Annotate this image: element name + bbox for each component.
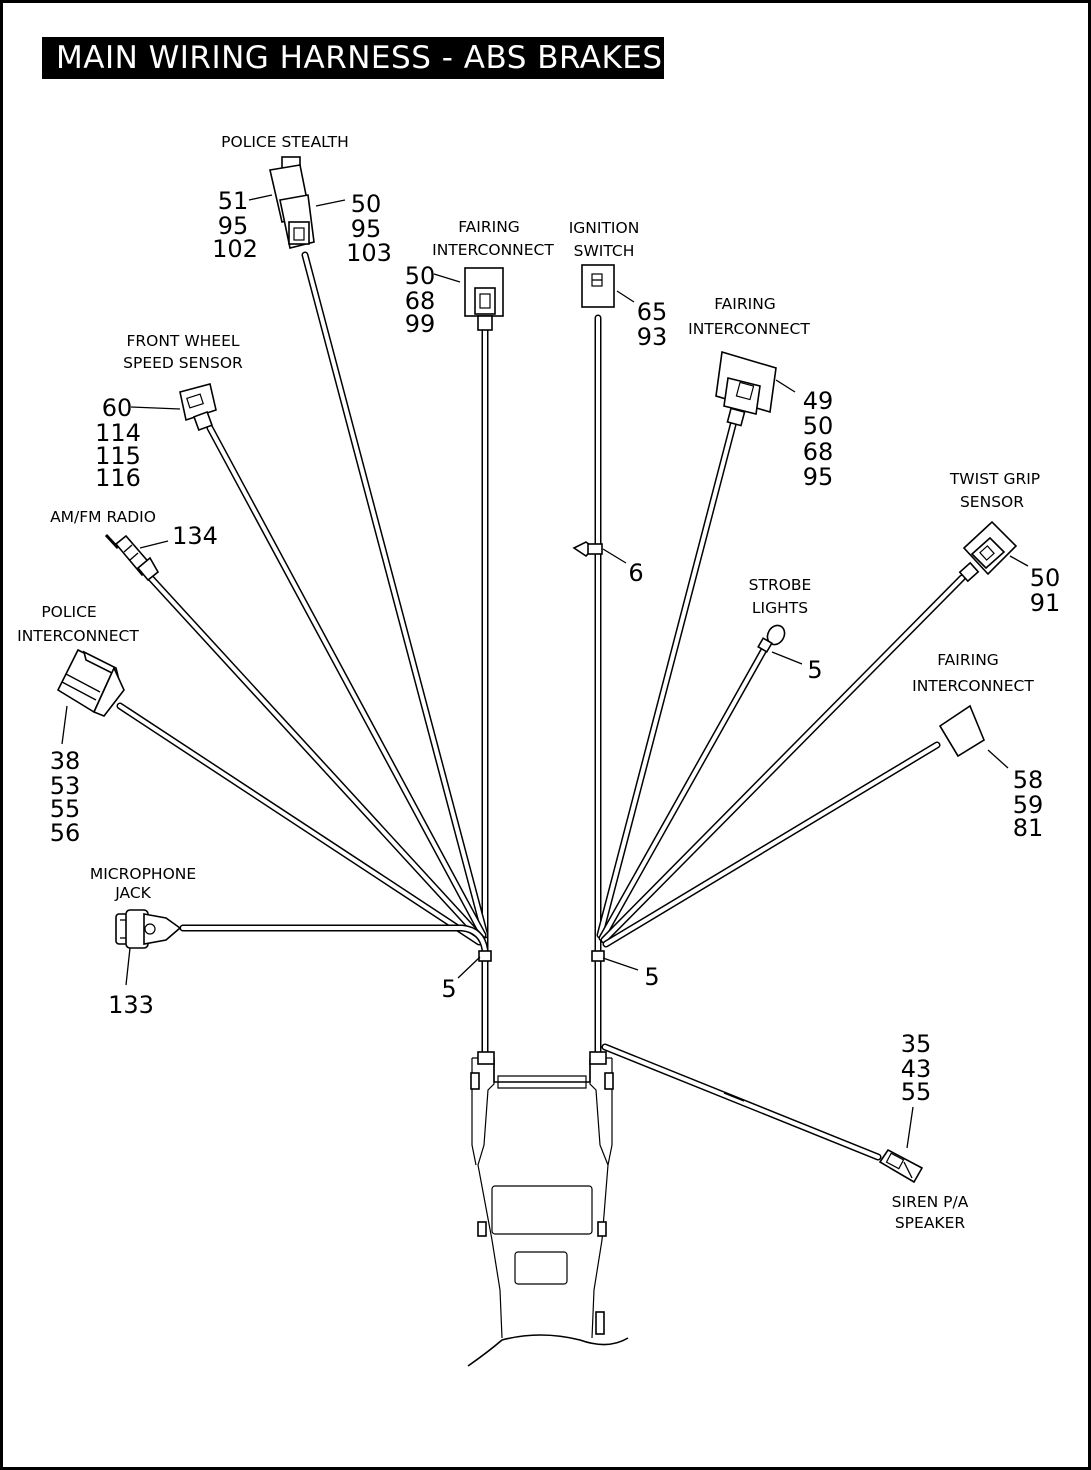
callout-am-fm-radio: 134	[172, 522, 218, 550]
cable-tie-left[interactable]	[478, 950, 492, 962]
twist-grip-sensor-connector[interactable]	[958, 520, 1018, 583]
label-fairing-interconnect-top-2: INTERCONNECT	[432, 241, 554, 259]
callout-fairing-interconnect-top-2: 68	[405, 287, 436, 315]
label-front-wheel-speed-sensor-1: FRONT WHEEL	[126, 332, 239, 350]
label-am-fm-radio: AM/FM RADIO	[50, 508, 156, 526]
am-fm-radio-antenna-plug[interactable]	[104, 533, 160, 582]
label-strobe-lights-1: STROBE	[749, 576, 812, 594]
callout-twist-grip-sensor-1: 50	[1030, 564, 1061, 592]
callout-fairing-interconnect-top-1: 50	[405, 262, 436, 290]
label-fairing-interconnect-right-1: FAIRING	[714, 295, 776, 313]
label-police-stealth: POLICE STEALTH	[221, 133, 349, 151]
callout-strobe-lights: 5	[807, 656, 822, 684]
label-siren-pa-speaker-1: SIREN P/A	[892, 1193, 969, 1211]
callout-front-wheel-speed-sensor-4: 116	[95, 464, 141, 492]
callout-ignition-switch-1: 65	[637, 298, 668, 326]
title-bar: MAIN WIRING HARNESS - ABS BRAKES	[42, 37, 664, 79]
callout-police-interconnect-1: 38	[50, 747, 81, 775]
frame-body	[467, 1051, 629, 1367]
police-interconnect-connector[interactable]	[56, 648, 125, 717]
label-twist-grip-sensor-1: TWIST GRIP	[949, 470, 1040, 488]
callout-police-stealth-left-1: 51	[218, 187, 249, 215]
callout-fairing-interconnect-right-1: 49	[803, 387, 834, 415]
callout-police-interconnect-3: 55	[50, 795, 81, 823]
callout-police-stealth-right-2: 95	[351, 215, 382, 243]
callout-police-stealth-left-3: 102	[212, 235, 258, 263]
callout-police-stealth-left-2: 95	[218, 212, 249, 240]
callout-front-wheel-speed-sensor-2: 114	[95, 419, 141, 447]
front-wheel-speed-sensor-connector[interactable]	[179, 383, 217, 431]
ignition-switch-connector[interactable]	[581, 264, 615, 308]
leader-lines	[61, 194, 1029, 1149]
microphone-jack-connector[interactable]	[115, 909, 182, 949]
label-microphone-jack-2: JACK	[114, 884, 151, 902]
callout-twist-grip-sensor-2: 91	[1030, 589, 1061, 617]
strobe-lights-connector[interactable]	[757, 622, 788, 653]
page-title: MAIN WIRING HARNESS - ABS BRAKES	[56, 40, 663, 76]
callout-siren-pa-speaker-1: 35	[901, 1030, 932, 1058]
cable-tie-right[interactable]	[591, 950, 605, 962]
callout-clip: 6	[628, 559, 643, 587]
fairing-interconnect-lower-right-connector[interactable]	[938, 704, 985, 758]
callout-fairing-interconnect-right-4: 95	[803, 463, 834, 491]
label-police-interconnect-1: POLICE	[41, 603, 96, 621]
harness-clip[interactable]	[572, 541, 603, 558]
label-ignition-switch-1: IGNITION	[569, 219, 640, 237]
police-stealth-connector[interactable]	[269, 156, 315, 249]
callout-siren-pa-speaker-3: 55	[901, 1078, 932, 1106]
label-siren-pa-speaker-2: SPEAKER	[895, 1214, 966, 1232]
callout-ignition-switch-2: 93	[637, 323, 668, 351]
label-strobe-lights-2: LIGHTS	[752, 599, 808, 617]
callout-fairing-interconnect-lower-right-3: 81	[1013, 814, 1044, 842]
label-front-wheel-speed-sensor-2: SPEED SENSOR	[123, 354, 243, 372]
label-twist-grip-sensor-2: SENSOR	[960, 493, 1024, 511]
label-fairing-interconnect-top-1: FAIRING	[458, 218, 520, 236]
siren-pa-speaker-connector[interactable]	[878, 1148, 924, 1184]
callout-police-interconnect-4: 56	[50, 819, 81, 847]
callout-police-interconnect-2: 53	[50, 772, 81, 800]
callout-siren-pa-speaker-2: 43	[901, 1055, 932, 1083]
label-fairing-interconnect-lower-right-2: INTERCONNECT	[912, 677, 1034, 695]
callout-police-stealth-right-1: 50	[351, 190, 382, 218]
callout-fairing-interconnect-right-3: 68	[803, 438, 834, 466]
callout-front-wheel-speed-sensor-3: 115	[95, 442, 141, 470]
callout-tie-left: 5	[441, 975, 456, 1003]
wire-bundle	[116, 251, 966, 1161]
callout-front-wheel-speed-sensor-1: 60	[102, 394, 133, 422]
fairing-interconnect-top-connector[interactable]	[464, 267, 504, 331]
callout-fairing-interconnect-lower-right-1: 58	[1013, 766, 1044, 794]
callout-tie-right: 5	[644, 963, 659, 991]
callout-fairing-interconnect-top-3: 99	[405, 310, 436, 338]
callout-fairing-interconnect-lower-right-2: 59	[1013, 791, 1044, 819]
label-police-interconnect-2: INTERCONNECT	[17, 627, 139, 645]
callout-police-stealth-right-3: 103	[346, 239, 392, 267]
callout-microphone-jack: 133	[108, 991, 154, 1019]
label-ignition-switch-2: SWITCH	[574, 242, 635, 260]
label-fairing-interconnect-lower-right-1: FAIRING	[937, 651, 999, 669]
label-fairing-interconnect-right-2: INTERCONNECT	[688, 320, 810, 338]
label-microphone-jack-1: MICROPHONE	[90, 865, 196, 883]
fairing-interconnect-right-connector[interactable]	[715, 350, 777, 427]
callout-fairing-interconnect-right-2: 50	[803, 412, 834, 440]
